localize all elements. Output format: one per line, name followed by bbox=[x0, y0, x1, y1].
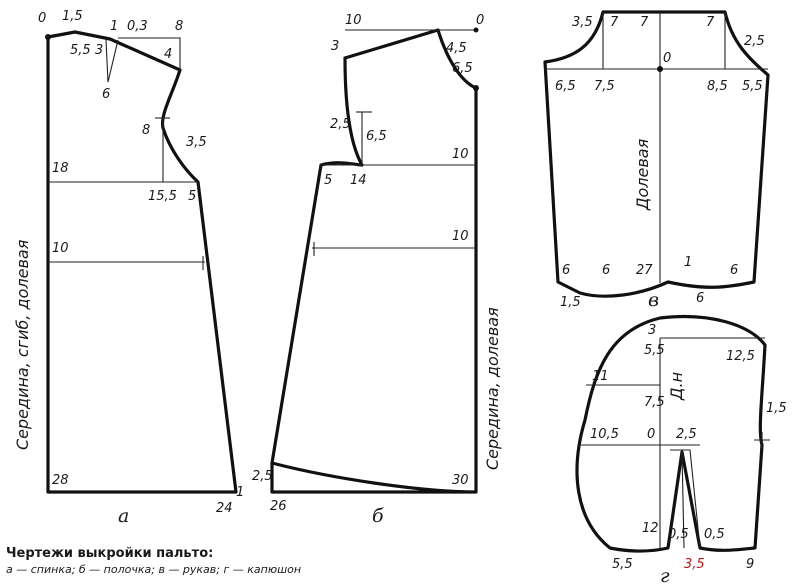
g-label-0-5b: 0,5 bbox=[704, 527, 725, 542]
a-label-1: 1 bbox=[110, 19, 118, 34]
piece-g-hood: 3 5,5 12,5 11 7,5 1,5 10,5 0 2,5 12 0,5 … bbox=[575, 314, 787, 587]
b-label-6-5b: 6,5 bbox=[366, 129, 387, 144]
g-letter: г bbox=[660, 565, 670, 587]
b-label-5: 5 bbox=[324, 173, 332, 188]
v-label-1: 1 bbox=[684, 255, 692, 270]
g-label-10-5: 10,5 bbox=[590, 427, 619, 442]
g-mark-label: Д.н bbox=[667, 372, 686, 401]
a-label-18: 18 bbox=[52, 161, 69, 176]
v-label-0: 0 bbox=[663, 51, 671, 66]
b-letter: б bbox=[372, 505, 384, 527]
g-label-0: 0 bbox=[647, 427, 655, 442]
a-label-1-5: 1,5 bbox=[62, 9, 83, 24]
g-label-5-5: 5,5 bbox=[644, 343, 665, 358]
g-label-1-5: 1,5 bbox=[766, 401, 787, 416]
a-label-5-5: 5,5 bbox=[70, 43, 91, 58]
piece-g-outline bbox=[575, 314, 767, 553]
a-label-5: 5 bbox=[188, 189, 196, 204]
piece-a-dart bbox=[105, 39, 119, 83]
a-label-1b: 1 bbox=[236, 485, 244, 500]
b-label-2-5b: 2,5 bbox=[252, 469, 273, 484]
a-letter: а bbox=[118, 505, 129, 527]
g-label-5-5b: 5,5 bbox=[612, 557, 633, 572]
piece-v-outline bbox=[543, 10, 770, 298]
v-label-7-5: 7,5 bbox=[594, 79, 615, 94]
v-label-7a: 7 bbox=[610, 15, 619, 30]
a-label-24: 24 bbox=[216, 501, 233, 516]
a-label-4: 4 bbox=[164, 47, 172, 62]
a-label-10: 10 bbox=[52, 241, 69, 256]
g-label-3-5: 3,5 bbox=[684, 557, 705, 572]
a-label-0: 0 bbox=[38, 11, 46, 26]
piece-v-sleeve-guides bbox=[602, 12, 726, 69]
v-grain-label: Долевая bbox=[633, 138, 652, 211]
b-label-10b: 10 bbox=[452, 147, 469, 162]
v-label-5-5: 5,5 bbox=[742, 79, 763, 94]
b-label-14: 14 bbox=[350, 173, 367, 188]
v-label-8-5: 8,5 bbox=[707, 79, 728, 94]
g-label-2-5: 2,5 bbox=[676, 427, 697, 442]
b-label-26: 26 bbox=[270, 499, 287, 514]
piece-v-sleeve: 3,5 7 7 7 2,5 0 6,5 7,5 8,5 5,5 6 6 27 1… bbox=[543, 10, 770, 311]
b-label-4-5: 4,5 bbox=[446, 41, 467, 56]
a-label-8: 8 bbox=[175, 19, 183, 34]
b-label-10c: 10 bbox=[452, 229, 469, 244]
a-label-28: 28 bbox=[52, 473, 69, 488]
a-label-3-5: 3,5 bbox=[186, 135, 207, 150]
g-label-3: 3 bbox=[648, 323, 656, 338]
v-label-7b: 7 bbox=[640, 15, 649, 30]
a-side-label: Середина, сгиб, долевая bbox=[13, 239, 32, 450]
a-label-8b: 8 bbox=[142, 123, 150, 138]
b-label-3: 3 bbox=[331, 39, 339, 54]
g-label-9: 9 bbox=[746, 557, 754, 572]
g-label-7-5: 7,5 bbox=[644, 395, 665, 410]
a-label-6: 6 bbox=[102, 87, 110, 102]
b-label-2-5: 2,5 bbox=[330, 117, 351, 132]
piece-a-point-0 bbox=[45, 34, 51, 40]
b-label-0: 0 bbox=[476, 13, 484, 28]
v-label-3-5: 3,5 bbox=[572, 15, 593, 30]
piece-b-outline bbox=[270, 28, 478, 494]
piece-g-notch bbox=[754, 432, 770, 448]
piece-b-point-0 bbox=[473, 27, 479, 33]
piece-b-front: 10 0 3 4,5 6,5 2,5 6,5 5 14 10 10 2,5 26… bbox=[252, 13, 502, 527]
g-label-12: 12 bbox=[642, 521, 659, 536]
v-label-27: 27 bbox=[636, 263, 653, 278]
b-side-label: Середина, долевая bbox=[483, 307, 502, 470]
b-label-6-5: 6,5 bbox=[452, 61, 473, 76]
b-label-30: 30 bbox=[452, 473, 469, 488]
v-label-6-5: 6,5 bbox=[555, 79, 576, 94]
g-label-12-5: 12,5 bbox=[726, 349, 755, 364]
piece-v-point-0 bbox=[657, 66, 663, 72]
g-label-0-5a: 0,5 bbox=[668, 527, 689, 542]
a-label-3: 3 bbox=[95, 43, 103, 58]
piece-g-dart bbox=[670, 449, 701, 549]
a-label-0-3: 0,3 bbox=[127, 19, 148, 34]
v-label-6c: 6 bbox=[730, 263, 738, 278]
b-label-10: 10 bbox=[345, 13, 362, 28]
v-label-7c: 7 bbox=[706, 15, 715, 30]
piece-a-back: 0 1,5 5,5 3 1 0,3 8 4 6 8 3,5 18 15,5 5 … bbox=[13, 9, 244, 527]
piece-a-shoulder-guide bbox=[118, 37, 181, 70]
figure-caption: Чертежи выкройки пальто: а — спинка; б —… bbox=[6, 546, 301, 576]
v-label-2-5: 2,5 bbox=[744, 34, 765, 49]
a-label-15-5: 15,5 bbox=[148, 189, 177, 204]
v-label-6a: 6 bbox=[562, 263, 570, 278]
g-label-11: 11 bbox=[592, 369, 609, 384]
piece-b-point bbox=[473, 85, 479, 91]
v-label-6d: 6 bbox=[696, 291, 704, 306]
caption-subtitle: а — спинка; б — полочка; в — рукав; г — … bbox=[6, 563, 302, 576]
v-label-1-5: 1,5 bbox=[560, 295, 581, 310]
v-letter: в bbox=[648, 289, 659, 311]
v-label-6b: 6 bbox=[602, 263, 610, 278]
caption-title: Чертежи выкройки пальто: bbox=[6, 546, 214, 561]
